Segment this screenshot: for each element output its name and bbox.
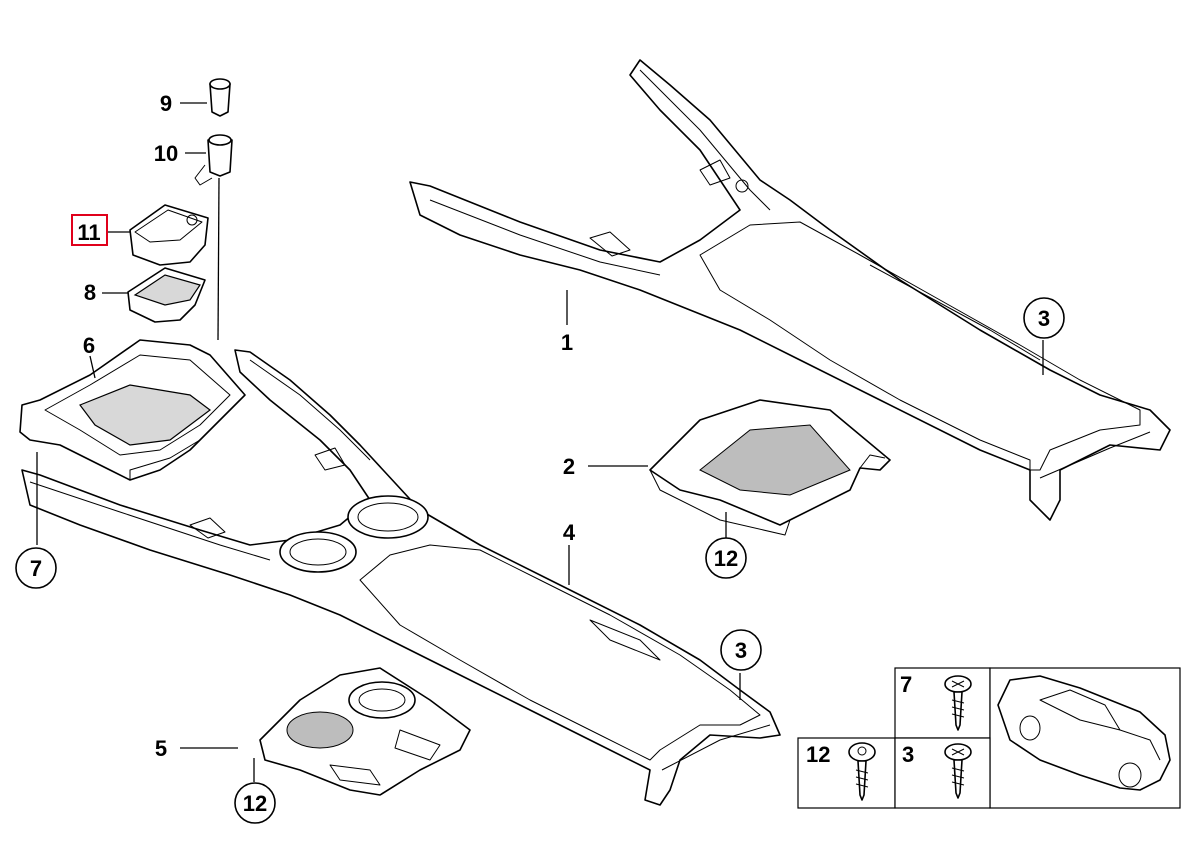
screw-3-icon: [944, 743, 972, 799]
callout-3a-circle: [1023, 297, 1065, 339]
callout-12a: 12: [714, 546, 738, 571]
part-9-socket: [209, 78, 231, 117]
part-8-tray: [127, 267, 206, 323]
callout-12a-circle: [705, 537, 747, 579]
part-10-socket: [194, 134, 233, 186]
callout-9: 9: [160, 91, 172, 116]
callout-3a: 3: [1038, 306, 1050, 331]
part-5-cupholder: [259, 667, 471, 796]
callout-3b: 3: [735, 638, 747, 663]
callout-3b-circle: [720, 629, 762, 671]
screw-7-icon: [944, 675, 972, 731]
callout-6: 6: [83, 333, 95, 358]
callout-4: 4: [563, 520, 576, 545]
legend-label-7: 7: [900, 672, 912, 697]
screw-12-icon: [848, 742, 876, 801]
legend-label-3: 3: [902, 742, 914, 767]
callout-10: 10: [154, 141, 178, 166]
callout-7: 7: [30, 556, 42, 581]
callout-11-highlight-box: [71, 214, 108, 246]
callout-5: 5: [155, 736, 167, 761]
callout-1: 1: [561, 330, 573, 355]
part-2-module: [649, 399, 891, 536]
callouts: 9 10 11 8 6 7 1 3 2 12 4 3 5 12: [15, 91, 1065, 824]
callout-12b: 12: [243, 791, 267, 816]
hardware-legend: 7 12 3: [797, 667, 1181, 809]
car-icon: [997, 675, 1171, 791]
part-11-storage-tray: [129, 204, 209, 266]
part-4-console-trim: [21, 349, 781, 806]
legend-label-12: 12: [806, 742, 830, 767]
part-6-cover: [19, 339, 246, 481]
callout-8: 8: [84, 280, 96, 305]
callout-11: 11: [77, 220, 100, 245]
callout-7-circle: [15, 547, 57, 589]
callout-2: 2: [563, 454, 575, 479]
leader-lines: [36, 102, 1044, 782]
callout-12b-circle: [234, 782, 276, 824]
part-1-console-trim: [409, 59, 1171, 521]
